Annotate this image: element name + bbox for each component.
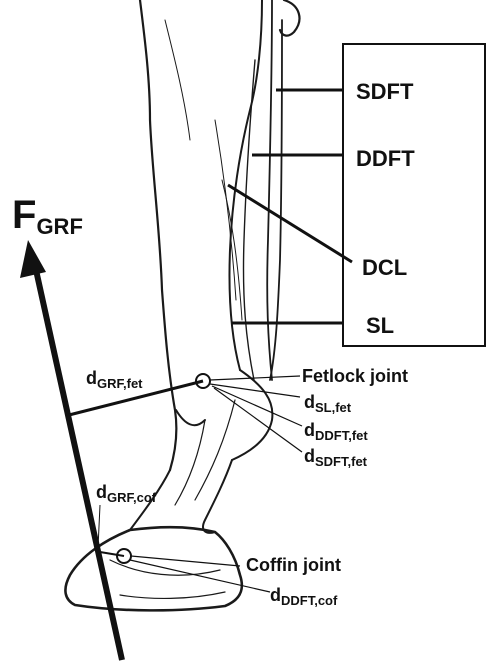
cannon-rear-outline [228,0,263,371]
grf-arrowhead [20,240,46,278]
grf-cof-leader [97,504,101,549]
hoof-sole [119,591,226,600]
pastern-rear [202,459,233,534]
pastern-inner-2 [194,399,236,501]
d-sl-fet-label: dSL,fet [304,392,352,415]
pastern-front [129,469,171,531]
sdft-fet-leader [213,387,303,453]
d-grf-cof-label: dGRF,cof [96,482,157,505]
d-ddft-fet-label: dDDFT,fet [304,420,368,443]
grf-label: FGRF [12,193,83,239]
grf-cof-moment-arm [99,551,125,557]
limb-sketch [64,0,301,612]
ddft-fet-leader [211,385,303,427]
shading-3 [221,179,243,321]
cannon-outline [138,0,178,472]
coffin-leader [130,555,241,567]
fetlock-rear [231,369,274,461]
d-sdft-fet-label: dSDFT,fet [304,446,368,469]
d-grf-fet-label: dGRF,fet [86,368,143,391]
grf-arrow-shaft [33,269,125,661]
coffin-joint-label: Coffin joint [246,555,341,575]
fetlock-leader [209,375,301,381]
d-ddft-cof-label: dDDFT,cof [270,585,338,608]
pastern-inner-1 [174,419,206,506]
ddft-label: DDFT [356,146,415,171]
grf-fet-moment-arm [68,379,204,417]
sdft-label: SDFT [356,79,414,104]
knee-bump [278,0,301,37]
shading-2 [214,119,237,301]
tendon-bundle-1 [266,0,273,381]
fetlock-joint-label: Fetlock joint [302,366,408,386]
sl-label: SL [366,313,394,338]
hoof-outline [64,525,244,612]
label-box [342,43,486,347]
dcl-label: DCL [362,255,407,280]
hoof-inner [109,559,221,576]
ddft-cof-leader [129,559,271,593]
sl-fet-leader [209,383,301,398]
tendon-bundle-2 [269,19,283,381]
tendon-bundle-3 [242,59,256,381]
fetlock-front [175,409,206,427]
dcl-leader [227,183,353,264]
shading-1 [164,19,191,141]
